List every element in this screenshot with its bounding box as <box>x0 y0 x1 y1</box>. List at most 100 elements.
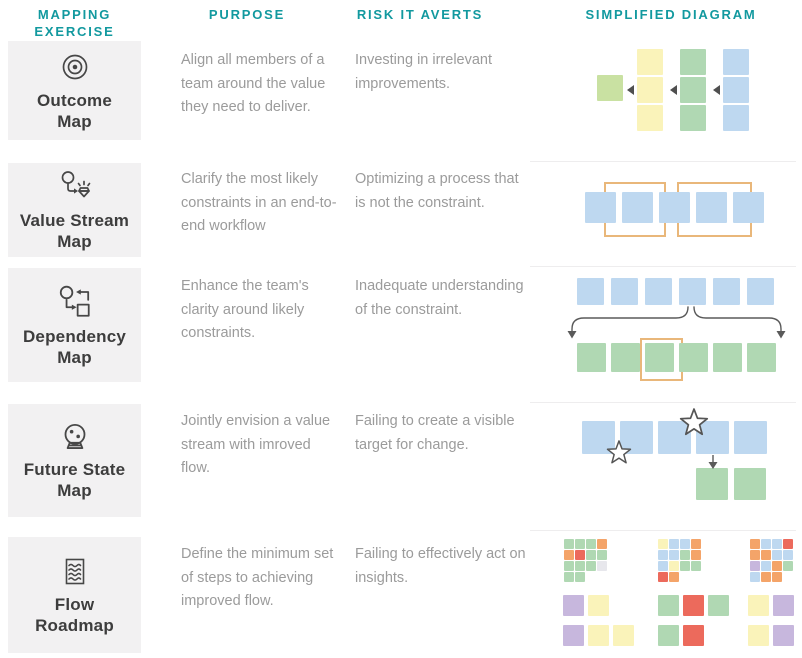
diagram-square <box>597 561 607 571</box>
diagram-square <box>658 561 668 571</box>
diagram-outcome-map <box>530 40 802 142</box>
split-arrows-icon <box>567 306 786 339</box>
diagram-square <box>563 625 584 646</box>
diagram-square <box>586 539 596 549</box>
diagram-square <box>733 192 764 223</box>
diagram-square <box>637 105 663 131</box>
diagram-square <box>783 561 793 571</box>
diagram-square <box>564 561 574 571</box>
down-arrow-icon <box>708 455 718 469</box>
diagram-square <box>564 572 574 582</box>
diagram-square <box>637 77 663 103</box>
diagram-square <box>575 561 585 571</box>
diagram-square <box>747 278 774 305</box>
diagram-square <box>734 468 766 500</box>
left-arrowhead-icon <box>713 85 720 95</box>
row-separator <box>530 402 796 403</box>
diagram-square <box>680 49 706 75</box>
column-header-simplified-diagram: SIMPLIFIED DIAGRAM <box>585 7 757 22</box>
left-arrowhead-icon <box>627 85 634 95</box>
diagram-square <box>622 192 653 223</box>
diagram-square <box>696 421 729 454</box>
diagram-square <box>577 343 606 372</box>
diagram-future-state-map <box>530 404 802 518</box>
diagram-square <box>772 572 782 582</box>
diagram-square <box>747 343 776 372</box>
diagram-square <box>748 625 769 646</box>
diagram-square <box>723 49 749 75</box>
diagram-square <box>680 561 690 571</box>
diagram-square <box>669 561 679 571</box>
diagram-square <box>588 595 609 616</box>
risk-text: Inadequate understanding of the constrai… <box>355 278 524 318</box>
diagram-square <box>564 539 574 549</box>
diagram-square <box>772 550 782 560</box>
diagram-square <box>586 550 596 560</box>
diagram-square <box>658 625 679 646</box>
diagram-square <box>783 539 793 549</box>
exercise-card-dependency-map: Dependency Map <box>8 268 141 382</box>
exercise-title: Value Stream Map <box>19 210 130 251</box>
diagram-square <box>734 421 767 454</box>
diagram-square <box>691 561 701 571</box>
diagram-square <box>723 77 749 103</box>
row-separator <box>530 161 796 162</box>
diagram-square <box>679 278 706 305</box>
diagram-square <box>597 539 607 549</box>
diagram-square <box>683 595 704 616</box>
diagram-square <box>588 625 609 646</box>
diagram-square <box>761 561 771 571</box>
diagram-square <box>748 595 769 616</box>
diagram-square <box>772 539 782 549</box>
diagram-square <box>577 278 604 305</box>
diagram-square <box>645 278 672 305</box>
diagram-square <box>563 595 584 616</box>
exercise-card-flow-roadmap: Flow Roadmap <box>8 537 141 653</box>
circle-square-cycle-icon <box>59 285 90 317</box>
row-separator <box>530 530 796 531</box>
diagram-square <box>613 625 634 646</box>
exercise-title: Flow Roadmap <box>35 594 114 635</box>
diagram-square <box>669 539 679 549</box>
star-icon <box>606 440 632 464</box>
purpose-text: Define the minimum set of steps to achie… <box>181 546 334 609</box>
column-header-risk-it-averts: RISK IT AVERTS <box>356 7 484 22</box>
diagram-square <box>575 572 585 582</box>
column-header-mapping-exercise: MAPPING EXERCISE <box>34 7 115 39</box>
diagram-square <box>761 550 771 560</box>
purpose-text: Jointly envision a value stream with imr… <box>181 413 331 476</box>
diagram-square <box>679 343 708 372</box>
diagram-square <box>713 278 740 305</box>
diagram-square <box>696 192 727 223</box>
diagram-square <box>637 49 663 75</box>
diagram-square <box>761 572 771 582</box>
diagram-square <box>691 550 701 560</box>
diagram-square <box>683 625 704 646</box>
crystal-ball-icon <box>64 423 85 449</box>
diagram-dependency-map <box>530 268 802 384</box>
diagram-square <box>586 561 596 571</box>
diagram-square <box>658 572 668 582</box>
diagram-square <box>611 278 638 305</box>
diagram-square <box>750 550 760 560</box>
purpose-text: Clarify the most likely constraints in a… <box>181 171 337 234</box>
diagram-square <box>680 105 706 131</box>
diagram-square <box>669 572 679 582</box>
diagram-square <box>659 192 690 223</box>
diagram-square <box>658 421 691 454</box>
diagram-square <box>645 343 674 372</box>
diagram-square <box>564 550 574 560</box>
diagram-square <box>680 77 706 103</box>
diagram-square <box>761 539 771 549</box>
diagram-square <box>658 550 668 560</box>
risk-text: Investing in irrelevant improvements. <box>355 52 493 92</box>
diagram-square <box>575 550 585 560</box>
diagram-square <box>750 539 760 549</box>
left-arrowhead-icon <box>670 85 677 95</box>
exercise-card-value-stream-map: Value Stream Map <box>8 163 141 257</box>
diagram-square <box>658 595 679 616</box>
diagram-square <box>750 561 760 571</box>
star-icon <box>679 408 709 436</box>
diagram-square <box>713 343 742 372</box>
